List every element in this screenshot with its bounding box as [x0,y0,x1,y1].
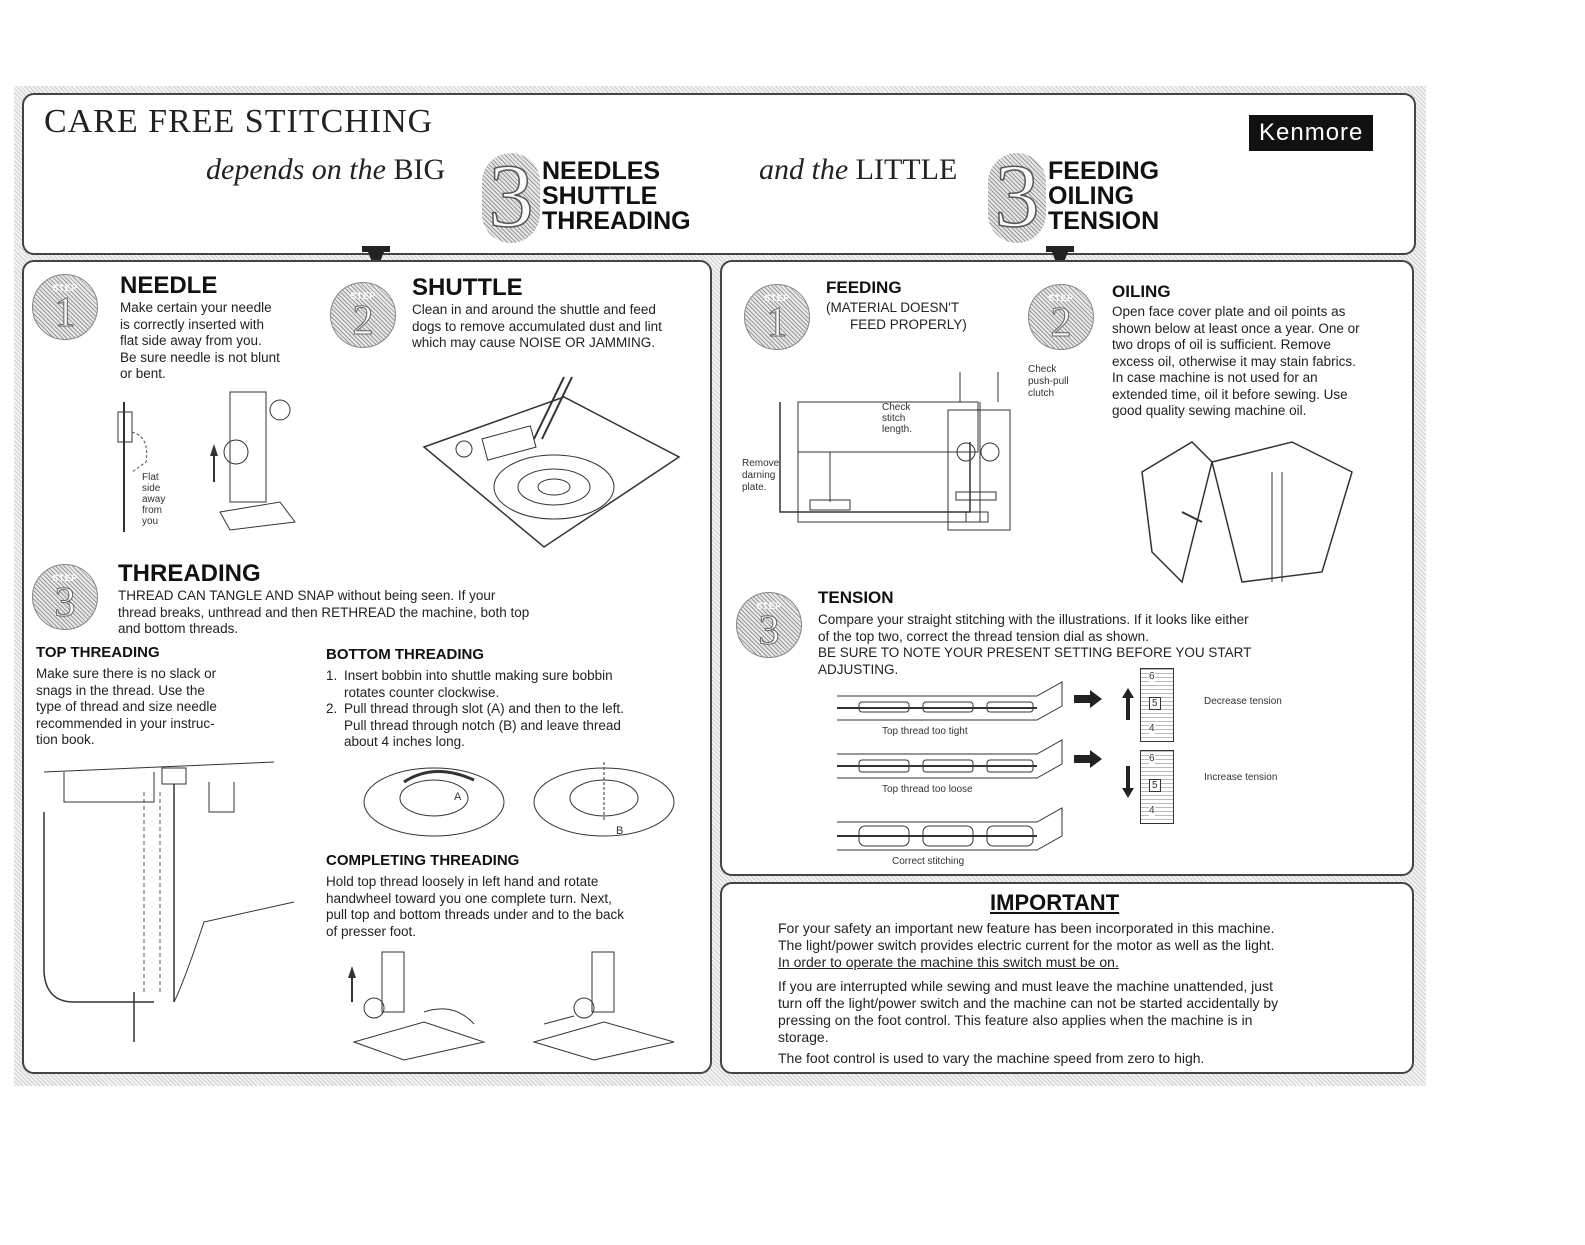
important-paragraph-3: The foot control is used to vary the mac… [778,1050,1205,1066]
important-panel: IMPORTANT For your safety an important n… [720,882,1414,1074]
tight-caption: Top thread too tight [882,726,968,737]
completing-threading-title: COMPLETING THREADING [326,852,520,869]
header-panel: CARE FREE STITCHING Kenmore depends on t… [22,93,1416,255]
important-paragraph-1: For your safety an important new feature… [778,920,1275,970]
important-paragraph-2: If you are interrupted while sewing and … [778,978,1279,1045]
decrease-tension-label: Decrease tension [1204,696,1282,707]
arrow-right-icon [1074,750,1102,768]
tagline-right-prefix: and the [759,153,849,186]
tension-text: Compare your straight stitching with the… [818,612,1252,677]
big-three-list: NEEDLES SHUTTLE THREADING [542,159,691,234]
little-three-item: OILING [1048,182,1135,210]
shuttle-illustration [422,376,681,548]
completing-illustration [348,951,675,1061]
shuttle-text: Clean in and around the shuttle and feed… [412,302,662,350]
stitch-correct-illustration [837,807,1063,851]
increase-tension-label: Increase tension [1204,772,1278,783]
threading-title: THREADING [118,560,261,587]
top-threading-illustration [43,761,295,1042]
stitch-tight-illustration [837,681,1063,721]
little-three-item: FEEDING [1048,157,1160,185]
needle-illustration [117,391,296,532]
kenmore-logo: Kenmore [1249,115,1374,151]
big-three-item: NEEDLES [542,157,661,185]
arrow-down-icon [1122,766,1134,798]
page-title: CARE FREE STITCHING [44,103,434,140]
big-three-item: SHUTTLE [542,182,658,210]
completing-threading-text: Hold top thread loosely in left hand and… [326,874,624,939]
little-three-numeral: 3 [988,148,1046,245]
top-threading-title: TOP THREADING [36,644,160,661]
tension-dial-decrease: 6 5 4 [1140,668,1174,742]
notch-b-label: B [616,825,623,837]
bobbin-illustration: A B [363,762,675,837]
little-three-item: TENSION [1048,207,1160,235]
tagline-right-word: LITTLE [855,153,958,186]
bottom-threading-list: 1.Insert bobbin into shuttle making sure… [326,668,624,749]
sewing-machine-illustration [779,372,1011,531]
threading-text: THREAD CAN TANGLE AND SNAP without being… [118,588,530,636]
tagline-left-word: BIG [393,153,446,186]
correct-caption: Correct stitching [892,856,965,867]
shuttle-title: SHUTTLE [412,274,523,301]
needle-title: NEEDLE [120,272,218,299]
loose-caption: Top thread too loose [882,784,973,795]
important-title: IMPORTANT [990,890,1120,915]
arrow-up-icon [1122,688,1134,720]
arrow-right-icon [1074,690,1102,708]
oiling-title: OILING [1112,282,1171,301]
down-arrow-icon [362,246,390,272]
stitch-loose-illustration [837,739,1063,779]
tagline-left-prefix: depends on the [206,153,386,186]
down-arrow-icon [1046,246,1074,272]
oiling-illustration [1141,441,1353,584]
feeding-title: FEEDING [826,278,902,297]
big-three-numeral: 3 [482,148,540,245]
bottom-threading-title: BOTTOM THREADING [326,646,485,663]
big-three-item: THREADING [542,207,691,235]
tagline-right: and the LITTLE [759,153,957,187]
slot-a-label: A [454,791,462,803]
tagline-left: depends on the BIG [206,153,445,187]
tension-title: TENSION [818,588,894,607]
little-three-list: FEEDING OILING TENSION [1048,159,1159,234]
tension-dial-increase: 6 5 4 [1140,750,1174,824]
